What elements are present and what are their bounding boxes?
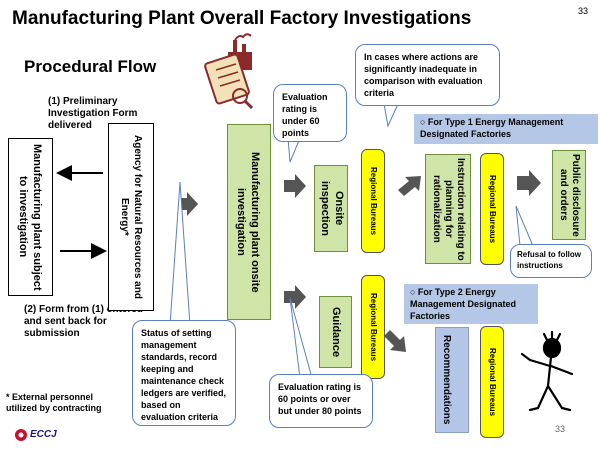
regional-bureaus-label-1: Regional Bureaus — [369, 166, 378, 235]
plant-subject-box: Manufacturing plant subject to investiga… — [8, 138, 53, 296]
callout-refusal: Refusal to follow instructions — [510, 244, 592, 278]
public-disclosure-box: Public disclosure and orders — [552, 150, 586, 240]
block-arrow-to-inspection — [284, 174, 306, 198]
recommendation-box: Recommendations — [435, 327, 469, 433]
subtitle: Procedural Flow — [24, 57, 157, 76]
type1-band: ○ For Type 1 Energy Management Designate… — [414, 114, 598, 144]
type2-band: ○ For Type 2 Energy Management Designate… — [404, 284, 538, 324]
onsite-inspection-label: Onsite inspection — [319, 180, 345, 236]
regional-bureaus-label-4: Regional Bureaus — [488, 347, 497, 416]
agency-box: Agency for Natural Resources and Energy* — [108, 123, 154, 311]
page-title: Manufacturing Plant Overall Factory Inve… — [12, 8, 472, 29]
callout-tail-refusal — [515, 205, 534, 247]
note-form-back: (2) Form from (1) entered and sent back … — [24, 304, 143, 339]
page-number-top: 33 — [578, 6, 589, 16]
callout-between: Evaluation rating is 60 points or over b… — [269, 374, 373, 428]
instruction-label: Instruction relating to planning for rat… — [431, 157, 466, 261]
note-preliminary: (1) Preliminary Investigation Form deliv… — [48, 96, 138, 131]
recommendation-label: Recommendations — [441, 335, 452, 425]
block-arrow-agency-onsite — [180, 192, 198, 216]
regional-bureaus-box-1: Regional Bureaus — [361, 149, 385, 253]
note-external: * External personnel utilized by contrac… — [6, 392, 102, 413]
block-arrow-to-guidance — [284, 285, 306, 309]
eccj-logo-text: ECCJ — [30, 429, 57, 440]
callout-under60: Evaluation rating is under 60 points — [273, 84, 347, 142]
block-arrow-to-recommendation — [384, 330, 406, 352]
guidance-label: Guidance — [330, 306, 342, 358]
block-arrow-to-public — [517, 170, 541, 196]
regional-bureaus-label-3: Regional Bureaus — [488, 174, 497, 243]
regional-bureaus-label-2: Regional Bureaus — [369, 292, 378, 361]
onsite-inspection-box: Onsite inspection — [314, 165, 348, 252]
plant-subject-label: Manufacturing plant subject to investiga… — [17, 143, 43, 291]
onsite-investigation-label: Manufacturing plant onsite investigation — [235, 151, 261, 293]
page-number-bottom: 33 — [555, 424, 566, 434]
instruction-box: Instruction relating to planning for rat… — [425, 154, 471, 264]
block-arrow-to-instruction — [398, 176, 421, 196]
regional-bureaus-box-3: Regional Bureaus — [480, 153, 504, 265]
callout-inadequate: In cases where actions are significantly… — [355, 44, 500, 106]
public-disclosure-label: Public disclosure and orders — [558, 153, 581, 237]
callout-status: Status of setting management standards, … — [132, 320, 236, 426]
callout-tail-under60 — [287, 137, 301, 163]
eccj-logo: ECCJ — [14, 428, 64, 442]
callout-tail-inadequate — [383, 103, 399, 128]
callout-tail-status — [169, 181, 191, 326]
eccj-logo-mark-icon — [15, 429, 27, 441]
regional-bureaus-box-2: Regional Bureaus — [361, 275, 385, 379]
guidance-box: Guidance — [319, 296, 352, 368]
regional-bureaus-box-4: Regional Bureaus — [480, 326, 504, 438]
agency-label: Agency for Natural Resources and Energy* — [119, 135, 143, 299]
callout-tail-between — [289, 297, 313, 379]
onsite-investigation-box: Manufacturing plant onsite investigation — [227, 124, 271, 320]
